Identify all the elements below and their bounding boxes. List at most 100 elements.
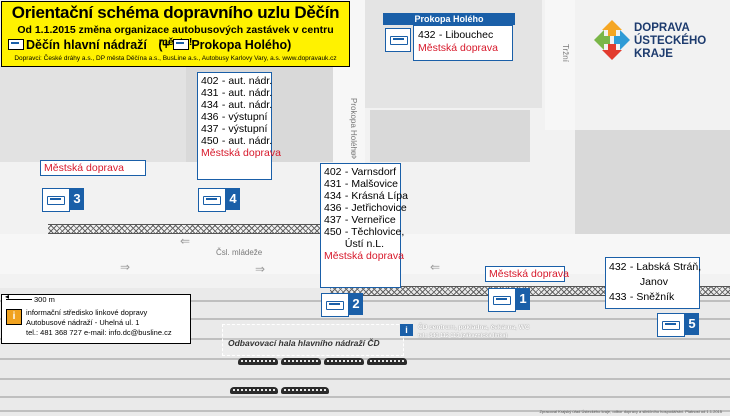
route-destination: Ústí n.L.: [344, 238, 385, 250]
station-hall-outline: [222, 324, 404, 356]
rail-line: [0, 396, 730, 398]
route-destination: - výstupní: [221, 111, 268, 123]
info-line2: Autobusové nádraží - Uhelná ul. 1: [26, 318, 140, 327]
bus-stop-icon: [321, 293, 349, 317]
rail-line: [0, 318, 730, 320]
stop-number-1: 1: [516, 288, 530, 310]
route-number: 437: [324, 214, 342, 226]
rail-line: [0, 300, 730, 302]
info-line1: informační středisko linkové dopravy: [26, 308, 148, 317]
stop-panel-5: 432 - Labská Stráň, Janov 433 - Sněžník: [605, 257, 702, 309]
route-number: 436: [201, 111, 219, 123]
bus-stop-icon: [488, 288, 516, 312]
route-destination: Janov: [639, 276, 668, 288]
stop-number-2: 2: [349, 293, 363, 315]
route-row: 450 - Těchlovice,: [324, 226, 404, 238]
route-destination: - Malšovice: [344, 178, 399, 190]
fence: [48, 224, 320, 234]
route-from: Děčín hlavní nádraží: [26, 38, 147, 52]
stop-number-5: 5: [685, 313, 699, 335]
title-panel: Orientační schéma dopravního uzlu Děčín …: [1, 1, 350, 67]
route-row: 402 - Varnsdorf: [324, 166, 400, 178]
route-destination: - výstupní: [221, 123, 268, 135]
footnote: Zpracoval Krajský úřad Ústeckého kraje, …: [539, 409, 722, 414]
rail-line: [0, 410, 730, 412]
route-destination: - Verneřice: [344, 214, 396, 226]
route-number: 436: [324, 202, 342, 214]
route-row: 432 - Labská Stráň,: [609, 260, 702, 275]
route-row: 431 - Malšovice: [324, 178, 400, 190]
bus-icon: [8, 39, 24, 50]
route-number: 437: [201, 123, 219, 135]
building-middle: [370, 110, 530, 162]
rail-line: [0, 358, 730, 360]
road-vertical-right: [545, 0, 575, 130]
route-number: 432: [609, 261, 627, 273]
route-number: 402: [201, 75, 219, 87]
logo: DOPRAVA ÚSTECKÉHO KRAJE: [592, 18, 722, 66]
route-row: Ústí n.L.: [324, 238, 400, 250]
station-hall-label: Odbavovací hala hlavního nádraží ČD: [228, 338, 380, 348]
route-row: 437 - Verneřice: [324, 214, 400, 226]
arrow-right-icon: ⇒: [255, 262, 266, 276]
stop-number-4: 4: [226, 188, 240, 210]
logo-line1: DOPRAVA: [634, 22, 690, 34]
operators-line: Dopravci: České dráhy a.s., DP města Děč…: [14, 55, 337, 62]
route-row: 436 - výstupní: [201, 111, 271, 123]
stop-panel-4: 402 - aut. nádr. 431 - aut. nádr. 434 - …: [197, 72, 281, 180]
route-destination: - aut. nádr.: [221, 99, 273, 111]
route-row: 434 - Krásná Lípa: [324, 190, 408, 202]
route-row: 433 - Sněžník: [609, 290, 699, 305]
route-row: 437 - výstupní: [201, 123, 271, 135]
route-destination: - Krásná Lípa: [344, 190, 408, 202]
route-row: Janov: [609, 275, 699, 290]
bus-stop-icon: [198, 188, 226, 212]
city-transport-label: Městská doprava: [489, 268, 569, 280]
route-row: 434 - aut. nádr.: [201, 99, 273, 111]
scale-bar: [6, 299, 32, 300]
logo-line3: KRAJE: [634, 48, 673, 60]
info-icon: i: [6, 309, 22, 325]
route-row: 432 - Libouchec: [418, 28, 512, 42]
logo-mark-icon: [594, 20, 630, 60]
rail-line: [0, 378, 730, 380]
route-line: Děčín hlavní nádraží (+ Prokopa Holého): [8, 38, 291, 52]
route-number: 433: [609, 291, 627, 303]
stop-panel-3: Městská doprava: [40, 160, 146, 176]
arrow-left-icon: ⇐: [430, 260, 441, 274]
stop-panel-prokopa: 432 - Libouchec Městská doprava: [413, 25, 513, 61]
route-row: 431 - aut. nádr.: [201, 87, 273, 99]
bus-stop-icon: [657, 313, 685, 337]
route-destination: - Libouchec: [438, 29, 494, 41]
train-icon: [238, 358, 408, 367]
arrow-left-icon: ⇐: [180, 234, 191, 248]
route-number: 434: [201, 99, 219, 111]
route-to: Prokopa Holého): [191, 38, 292, 52]
route-row: 402 - aut. nádr.: [201, 75, 273, 87]
info-line3: tel.: 481 368 727 e-mail: info.dc@buslin…: [26, 328, 172, 337]
stop-panel-1: Městská doprava: [485, 266, 569, 282]
route-destination: - Varnsdorf: [344, 166, 397, 178]
route-number: 432: [418, 29, 436, 41]
route-destination: - aut. nádr.: [221, 75, 273, 87]
arrow-down-icon: ⇓: [349, 148, 360, 162]
stop-header-prokopa: Prokopa Holého: [383, 13, 515, 25]
bus-stop-icon: [385, 28, 411, 52]
fence: [330, 286, 730, 296]
route-destination: - aut. nádr.: [221, 135, 273, 147]
train-icon: [230, 387, 330, 396]
page-title: Orientační schéma dopravního uzlu Děčín: [11, 3, 340, 22]
scale-label: 300 m: [34, 295, 55, 304]
rail-line: [0, 338, 730, 340]
route-destination: - aut. nádr.: [221, 87, 273, 99]
route-plus: (+: [158, 38, 170, 52]
route-destination: - Labská Stráň,: [629, 261, 702, 273]
city-transport-label: Městská doprava: [201, 147, 281, 159]
stop-panel-2: 402 - Varnsdorf 431 - Malšovice 434 - Kr…: [320, 163, 408, 288]
city-transport-label: Městská doprava: [44, 162, 124, 174]
city-transport-label: Městská doprava: [324, 250, 404, 262]
bus-icon: [173, 39, 190, 50]
cd-centre-line2: tel.: 840 112 113 (zákaznická linka): [418, 333, 508, 339]
logo-line2: ÚSTECKÉHO: [634, 35, 707, 47]
street-label-mladeze: Čsl. mládeže: [216, 248, 263, 257]
